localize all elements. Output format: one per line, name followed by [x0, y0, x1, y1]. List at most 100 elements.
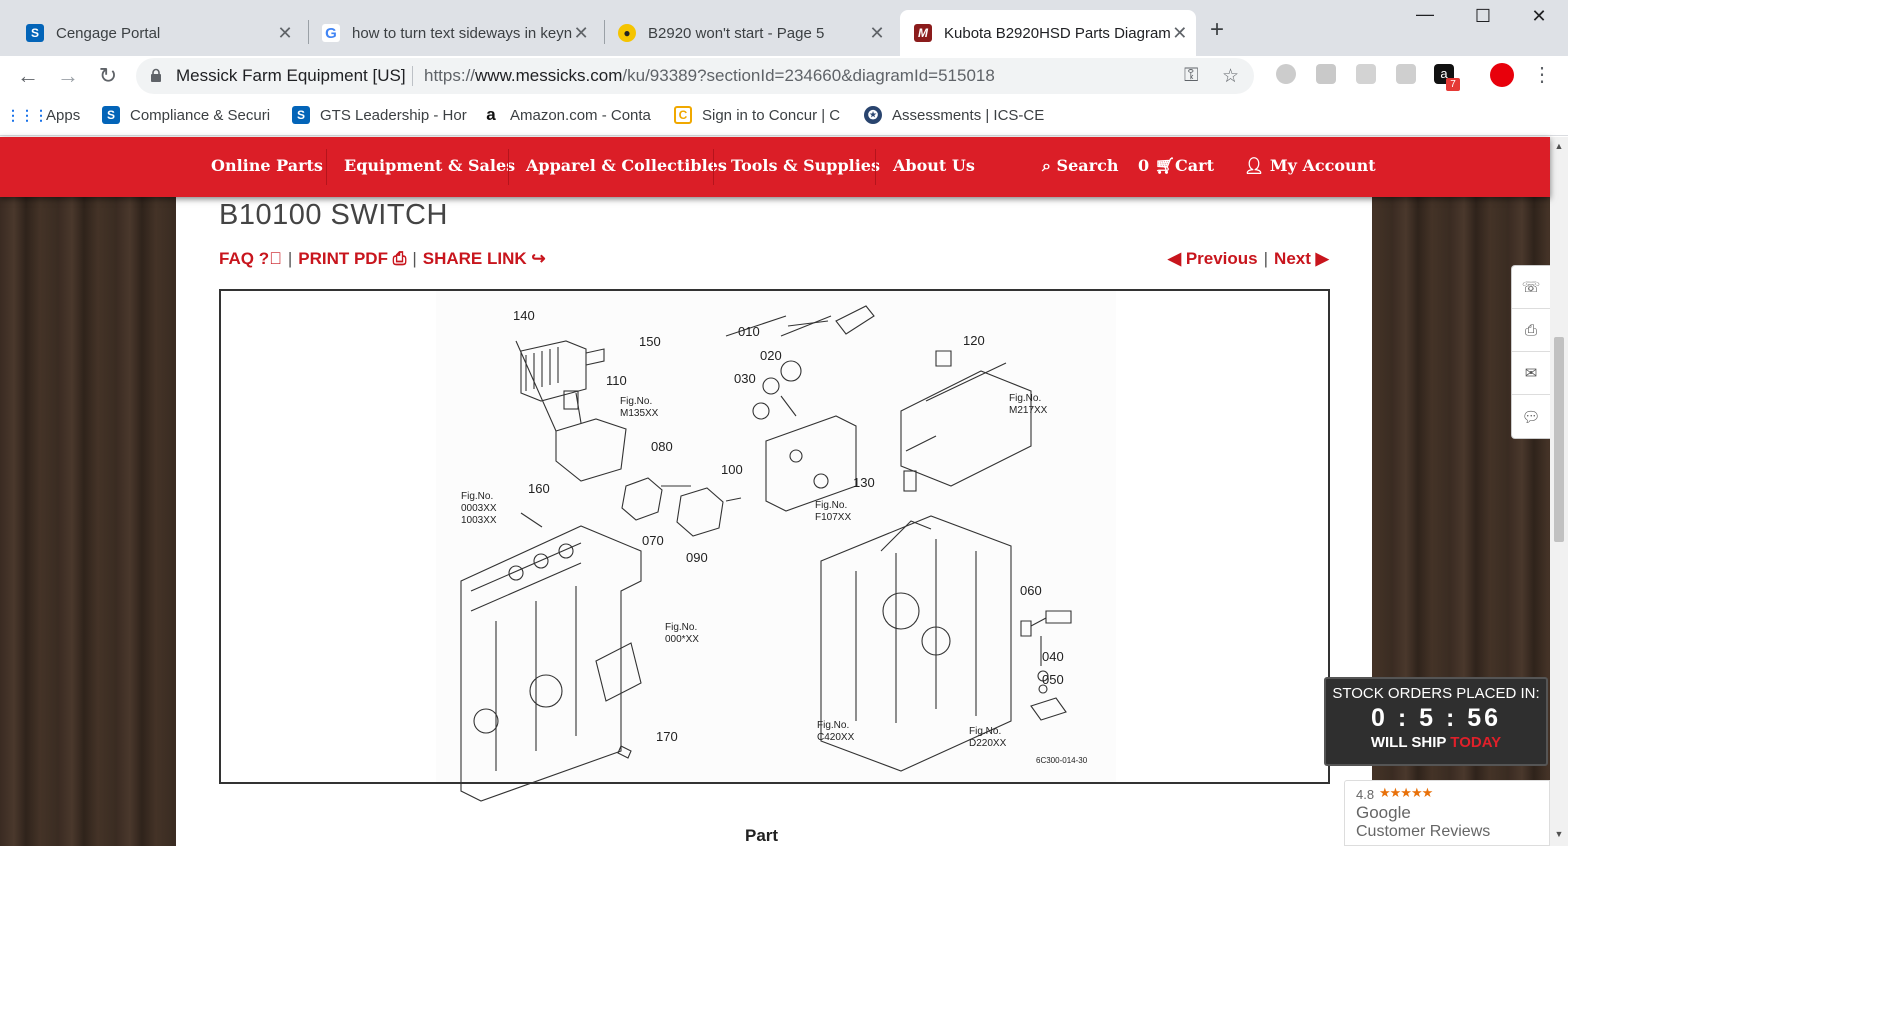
tab-google-search[interactable]: G how to turn text sideways in keyn ✕ — [308, 10, 604, 56]
nav-search[interactable]: ⌕ Search — [1042, 156, 1119, 175]
printer-extension-icon[interactable] — [1356, 64, 1376, 84]
nav-online-parts[interactable]: Online Parts — [211, 156, 323, 175]
bookmark-apps[interactable]: ⋮⋮⋮ Apps — [6, 106, 81, 124]
profile-avatar[interactable] — [1490, 63, 1514, 87]
tab-b2920-forum[interactable]: ● B2920 won't start - Page 5 ✕ — [604, 10, 900, 56]
back-icon[interactable]: ← — [17, 63, 39, 88]
svg-text:080: 080 — [651, 439, 673, 454]
svg-text:040: 040 — [1042, 649, 1064, 664]
svg-text:Fig.No.: Fig.No. — [969, 726, 1001, 737]
print-pdf-link[interactable]: PRINT PDF ⎙ — [298, 249, 407, 268]
bookmark-assessments[interactable]: ✪ Assessments | ICS-CE — [864, 106, 1044, 124]
svg-text:M217XX: M217XX — [1009, 405, 1048, 416]
key-icon[interactable]: ⚿ — [1184, 65, 1199, 86]
sharepoint-icon: S — [292, 106, 310, 124]
extension-icon[interactable] — [1276, 64, 1296, 84]
close-window-button[interactable]: ✕ — [1531, 6, 1547, 26]
url-text[interactable]: https://www.messicks.com/ku/93389?sectio… — [424, 66, 995, 85]
svg-text:1003XX: 1003XX — [461, 515, 497, 526]
google-label: Google — [1356, 803, 1411, 822]
share-arrow-icon: ↪ — [531, 249, 546, 268]
sharepoint-icon: S — [102, 106, 120, 124]
new-tab-button[interactable]: + — [1210, 16, 1225, 43]
nav-cart[interactable]: 0 🛒︎Cart — [1138, 156, 1214, 175]
lock-icon — [151, 68, 161, 82]
maximize-button[interactable]: ☐ — [1474, 6, 1492, 26]
scroll-thumb[interactable] — [1554, 337, 1564, 542]
pager-links: ◀ Previous|Next ▶ — [1168, 249, 1329, 268]
user-icon: 👤︎ — [1244, 156, 1265, 175]
chevron-left-circle-icon: ◀ — [1168, 249, 1182, 268]
action-links: FAQ ?⃝|PRINT PDF ⎙|SHARE LINK ↪ — [219, 249, 546, 268]
timer-countdown: 0 : 5 : 56 — [1370, 704, 1502, 732]
close-icon[interactable]: ✕ — [869, 22, 885, 43]
nav-divider — [326, 149, 327, 185]
question-circle-icon: ?⃝ — [258, 249, 282, 268]
forward-icon[interactable]: → — [57, 63, 79, 88]
next-link[interactable]: Next ▶ — [1274, 249, 1329, 268]
stock-order-timer: STOCK ORDERS PLACED IN: 0 : 5 : 56 WILL … — [1324, 677, 1548, 766]
svg-text:0003XX: 0003XX — [461, 503, 497, 514]
phone-icon[interactable]: ☏ — [1512, 266, 1550, 309]
address-separator — [412, 66, 413, 86]
star-icon[interactable]: ☆ — [1222, 66, 1240, 87]
timer-label: STOCK ORDERS PLACED IN: — [1332, 685, 1540, 702]
printer-icon[interactable]: ⎙ — [1512, 309, 1550, 352]
side-toolbar: ☏ ⎙ ✉ 💬︎ — [1511, 265, 1550, 439]
nav-my-account[interactable]: 👤︎ My Account — [1244, 156, 1376, 175]
nav-tools-supplies[interactable]: Tools & Supplies — [731, 156, 880, 175]
envelope-icon[interactable]: ✉ — [1512, 352, 1550, 395]
part-column-header: Part — [745, 826, 779, 845]
scroll-up-icon[interactable]: ▲ — [1554, 141, 1564, 151]
minimize-button[interactable]: — — [1416, 4, 1434, 24]
close-icon[interactable]: ✕ — [277, 22, 293, 43]
parts-diagram-frame: 140 150 110 080 100 070 090 160 170 010 … — [219, 289, 1330, 802]
svg-text:Fig.No.: Fig.No. — [1009, 393, 1041, 404]
nav-equipment-sales[interactable]: Equipment & Sales — [344, 156, 516, 175]
seal-icon: ✪ — [864, 106, 882, 124]
close-icon[interactable]: ✕ — [1172, 22, 1188, 43]
reload-icon[interactable]: ↻ — [98, 63, 118, 88]
extension-badge: 7 — [1446, 78, 1460, 91]
section-title: B10100 SWITCH — [219, 199, 448, 231]
tab-kubota-parts[interactable]: M Kubota B2920HSD Parts Diagram ✕ — [900, 10, 1196, 56]
svg-text:050: 050 — [1042, 672, 1064, 687]
chat-icon[interactable]: 💬︎ — [1521, 408, 1541, 426]
bookmark-compliance[interactable]: S Compliance & Securi — [102, 106, 270, 124]
svg-text:Fig.No.: Fig.No. — [665, 622, 697, 633]
tab-separator — [308, 20, 309, 44]
tab-separator — [604, 20, 605, 44]
parts-diagram[interactable]: 140 150 110 080 100 070 090 160 170 010 … — [436, 291, 1116, 802]
scroll-down-icon[interactable]: ▼ — [1554, 829, 1564, 839]
parts-diagram-drawing: 140 150 110 080 100 070 090 160 170 010 … — [460, 305, 1088, 802]
google-reviews-badge[interactable]: 4.8 ★★★★★ Google Customer Reviews — [1344, 780, 1550, 846]
timer-ship-text: WILL SHIP TODAY — [1370, 734, 1502, 751]
svg-text:F107XX: F107XX — [815, 512, 851, 523]
nav-apparel[interactable]: Apparel & Collectibles — [526, 156, 727, 175]
tab-cengage-portal[interactable]: S Cengage Portal ✕ — [12, 10, 308, 56]
page-scrollbar[interactable]: ▲ ▼ — [1550, 137, 1568, 846]
svg-text:Fig.No.: Fig.No. — [461, 491, 493, 502]
search-icon: ⌕ — [1042, 156, 1051, 175]
site-navbar: Online Parts Equipment & Sales Apparel &… — [0, 137, 1550, 197]
address-bar[interactable]: Messick Farm Equipment [US] https://www.… — [136, 58, 1254, 94]
pdf-extension-icon[interactable] — [1396, 64, 1416, 84]
close-icon[interactable]: ✕ — [573, 22, 589, 43]
share-link[interactable]: SHARE LINK ↪ — [422, 249, 546, 268]
star-rating-icon: ★★★★★ — [1379, 785, 1433, 800]
review-score: 4.8 — [1356, 787, 1375, 802]
svg-text:M135XX: M135XX — [620, 408, 659, 419]
previous-link[interactable]: ◀ Previous — [1168, 249, 1258, 268]
bookmark-amazon[interactable]: a Amazon.com - Conta — [482, 105, 651, 124]
chevron-right-circle-icon: ▶ — [1315, 249, 1329, 268]
bookmark-gts-leadership[interactable]: S GTS Leadership - Hor — [292, 106, 467, 124]
svg-text:C420XX: C420XX — [817, 732, 855, 743]
site-identity[interactable]: Messick Farm Equipment [US] — [176, 66, 406, 85]
extension-icon[interactable] — [1316, 64, 1336, 84]
nav-about-us[interactable]: About Us — [893, 156, 975, 175]
bookmark-concur[interactable]: C Sign in to Concur | C — [674, 106, 842, 124]
svg-text:090: 090 — [686, 550, 708, 565]
menu-icon[interactable]: ⋮ — [1532, 64, 1552, 86]
svg-text:170: 170 — [656, 729, 678, 744]
faq-link[interactable]: FAQ ?⃝ — [219, 249, 282, 268]
